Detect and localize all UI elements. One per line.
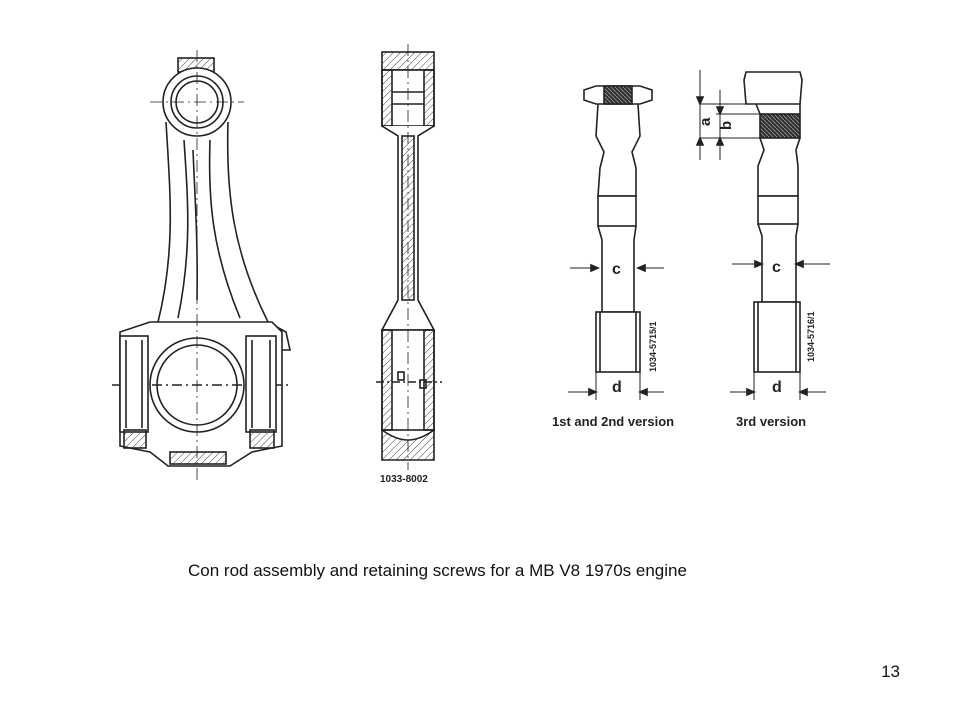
dim-d-label-1: d — [612, 379, 622, 396]
con-rod-diagram: 1033-8002 c d 1034-5715/1 1st and 2nd ve… — [112, 44, 830, 485]
dim-b-label: b — [718, 121, 735, 130]
figure-caption: Con rod assembly and retaining screws fo… — [188, 561, 687, 580]
screw-first-second-version — [568, 85, 664, 400]
screw-ref-2: 1034-5716/1 — [806, 311, 816, 362]
slide-number: 13 — [881, 662, 900, 681]
screw-third-version — [695, 70, 830, 400]
version-label-1: 1st and 2nd version — [552, 414, 674, 429]
screw-ref-1: 1034-5715/1 — [648, 321, 658, 372]
con-rod-front-view — [112, 50, 291, 480]
dim-c-label-1: c — [612, 261, 621, 278]
dim-a-label: a — [697, 117, 714, 126]
version-label-2: 3rd version — [736, 414, 806, 429]
con-rod-side-section — [376, 44, 442, 470]
dim-d-label-2: d — [772, 379, 782, 396]
rod-ref-label: 1033-8002 — [380, 474, 428, 485]
dim-c-label-2: c — [772, 259, 781, 276]
